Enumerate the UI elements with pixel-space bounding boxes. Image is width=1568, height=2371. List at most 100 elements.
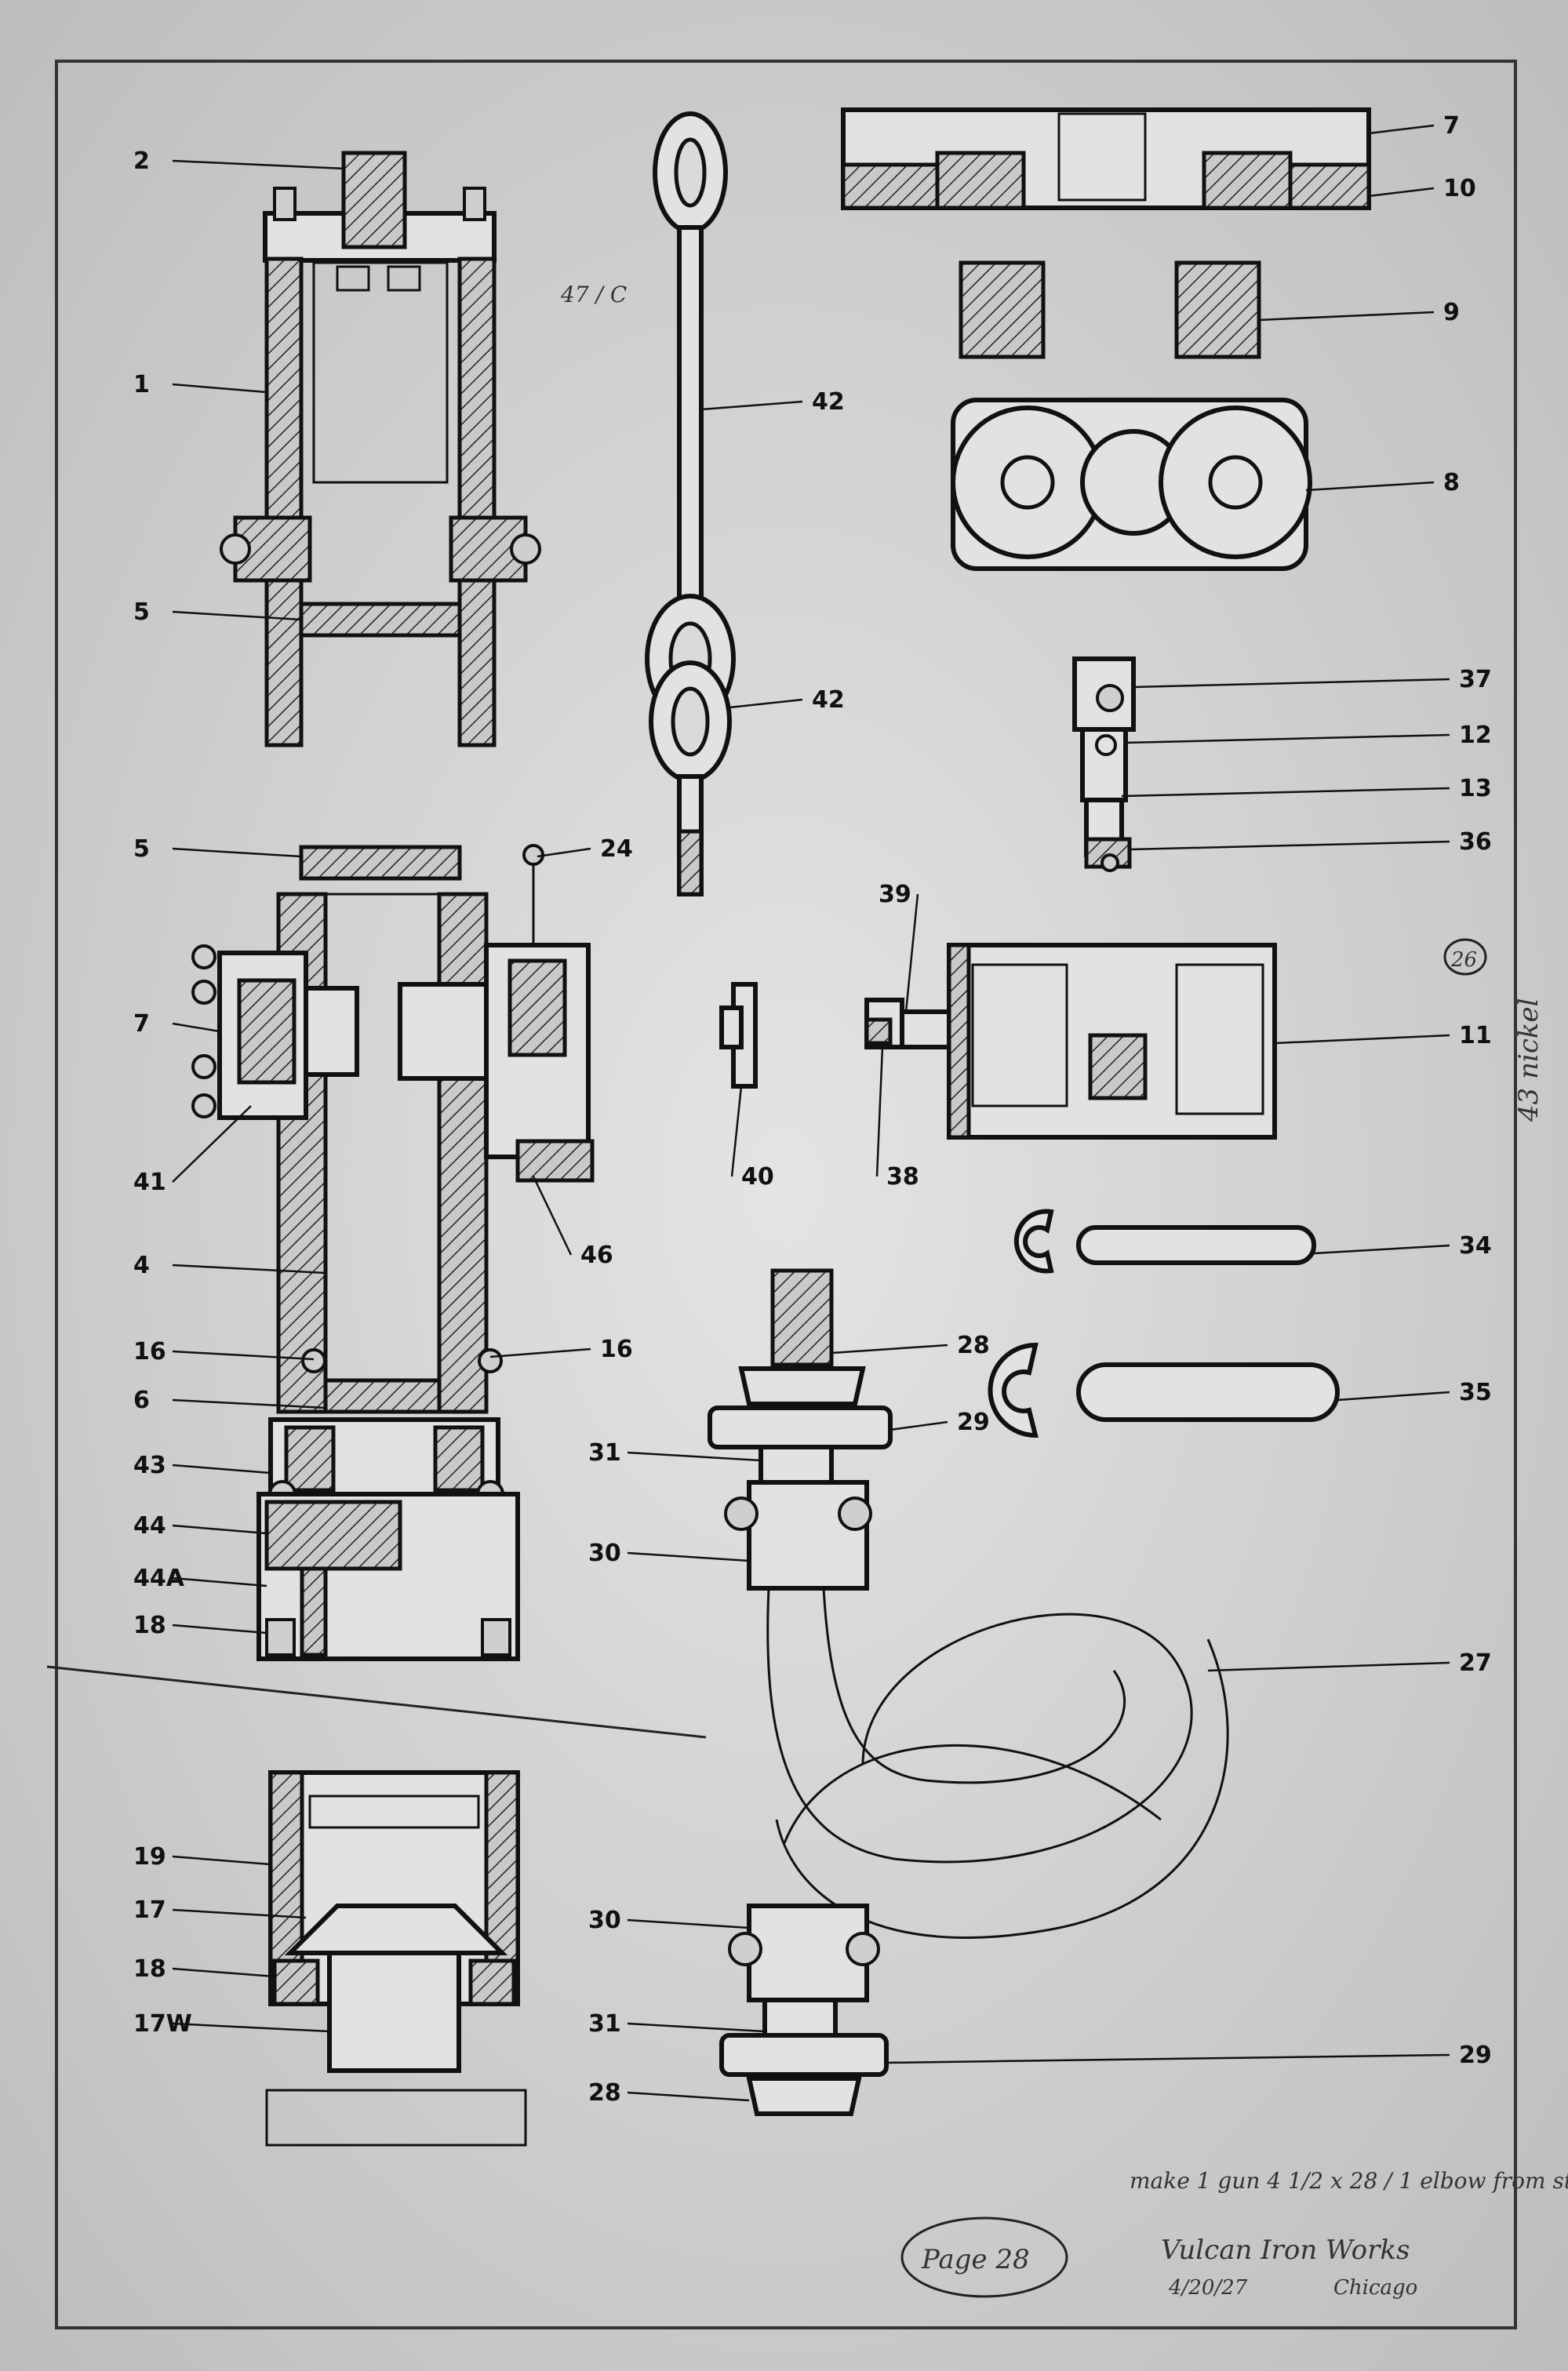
- callout-leader: [172, 2022, 330, 2033]
- callout-leader: [172, 1398, 326, 1409]
- date-note: 4/20/27: [1168, 2276, 1248, 2300]
- callout-leader: [172, 1105, 252, 1183]
- valve-cover-section: [841, 107, 1371, 210]
- hose-assembly: [708, 1268, 1229, 2116]
- rocker-arm: [1072, 656, 1136, 872]
- callout-label: 12: [1459, 722, 1492, 749]
- callout-label: 35: [1459, 1379, 1492, 1406]
- callout-leader: [890, 1420, 948, 1431]
- callout-label: 31: [588, 2010, 621, 2038]
- callout-label: 17: [133, 1896, 166, 1924]
- valve-springs: [959, 260, 1261, 359]
- callout-leader: [904, 893, 919, 1013]
- callout-leader: [729, 698, 803, 709]
- callout-label: 42: [812, 686, 845, 714]
- callout-label: 46: [580, 1242, 613, 1269]
- callout-leader: [627, 2022, 766, 2033]
- callout-leader: [172, 1350, 315, 1361]
- callout-leader: [1121, 787, 1450, 798]
- page-stamp: Page 28: [921, 2244, 1030, 2275]
- callout-leader: [730, 1085, 743, 1177]
- callout-label: 9: [1443, 299, 1460, 326]
- callout-leader: [172, 1576, 267, 1587]
- callout-leader: [172, 159, 346, 170]
- page-stamp-ring: [900, 2216, 1068, 2298]
- margin-note: 43 nickel: [1513, 998, 1544, 1122]
- callout-label: 39: [879, 881, 911, 908]
- callout-leader: [627, 1551, 750, 1562]
- callout-label: 5: [133, 598, 150, 626]
- callout-leader: [1305, 481, 1435, 492]
- callout-label: 29: [957, 1409, 990, 1436]
- callout-leader: [1258, 311, 1435, 322]
- callout-label: 16: [600, 1336, 633, 1363]
- callout-leader: [1133, 678, 1450, 689]
- callout-label: 6: [133, 1387, 150, 1414]
- callout-leader: [1313, 1244, 1450, 1255]
- circled-number-ring: [1443, 938, 1487, 976]
- piston-detail-section: [265, 1770, 527, 2147]
- fold-crease: [46, 1665, 707, 1739]
- callout-label: 17W: [133, 2010, 192, 2038]
- callout-leader: [172, 1908, 307, 1919]
- callout-label: 7: [133, 1010, 150, 1038]
- callout-label: 42: [812, 388, 845, 416]
- callout-leader: [886, 2053, 1450, 2064]
- callout-leader: [172, 1464, 271, 1475]
- callout-label: 2: [133, 147, 150, 175]
- callout-label: 18: [133, 1955, 166, 1983]
- pencil-note: 47 / C: [560, 282, 627, 307]
- callout-label: 44A: [133, 1565, 185, 1592]
- city-note: Chicago: [1333, 2276, 1417, 2300]
- maker-note: Vulcan Iron Works: [1161, 2235, 1410, 2266]
- callout-leader: [627, 2091, 750, 2102]
- callout-leader: [1368, 124, 1435, 135]
- callout-leader: [172, 1524, 267, 1535]
- callout-label: 27: [1459, 1649, 1492, 1677]
- callout-label: 10: [1443, 175, 1476, 202]
- callout-label: 34: [1459, 1232, 1492, 1260]
- order-note: make 1 gun 4 1/2 x 28 / 1 elbow from sto…: [1130, 2168, 1568, 2194]
- callout-leader: [532, 1176, 573, 1256]
- callout-leader: [1207, 1661, 1450, 1672]
- callout-label: 30: [588, 1540, 621, 1567]
- wrench-small: [1013, 1209, 1316, 1274]
- valve-assembly: [719, 943, 1277, 1140]
- callout-label: 7: [1443, 112, 1460, 140]
- callout-label: 36: [1459, 828, 1492, 856]
- eye-bolt-chain: [645, 111, 736, 896]
- callout-label: 1: [133, 371, 150, 398]
- callout-label: 29: [1459, 2042, 1492, 2069]
- valve-seat-plate: [951, 398, 1312, 571]
- callout-leader: [489, 1347, 591, 1358]
- wrench-large: [988, 1342, 1340, 1438]
- callout-leader: [172, 1022, 220, 1033]
- callout-label: 38: [886, 1163, 919, 1191]
- callout-label: 43: [133, 1452, 166, 1479]
- callout-leader: [831, 1344, 948, 1355]
- callout-label: 16: [133, 1338, 166, 1366]
- callout-leader: [172, 847, 302, 858]
- callout-leader: [1125, 733, 1450, 744]
- callout-leader: [172, 1967, 275, 1978]
- callout-label: 31: [588, 1439, 621, 1467]
- callout-leader: [172, 610, 302, 621]
- callout-leader: [1129, 840, 1450, 851]
- callout-label: 30: [588, 1907, 621, 1934]
- callout-layer: 21557414166434444A1819171817W24461642427…: [133, 112, 1492, 2107]
- callout-leader: [537, 847, 591, 858]
- callout-leader: [172, 1624, 267, 1635]
- callout-label: 24: [600, 835, 633, 863]
- callout-label: 40: [741, 1163, 774, 1191]
- callout-leader: [1337, 1391, 1450, 1402]
- callout-label: 4: [133, 1252, 150, 1279]
- callout-label: 11: [1459, 1022, 1492, 1049]
- cylinder-body-section: [191, 151, 595, 1661]
- callout-leader: [172, 1264, 326, 1275]
- circled-number: 26: [1450, 948, 1477, 972]
- border-frame: [55, 60, 1517, 2329]
- callout-leader: [172, 383, 267, 394]
- callout-label: 37: [1459, 666, 1492, 693]
